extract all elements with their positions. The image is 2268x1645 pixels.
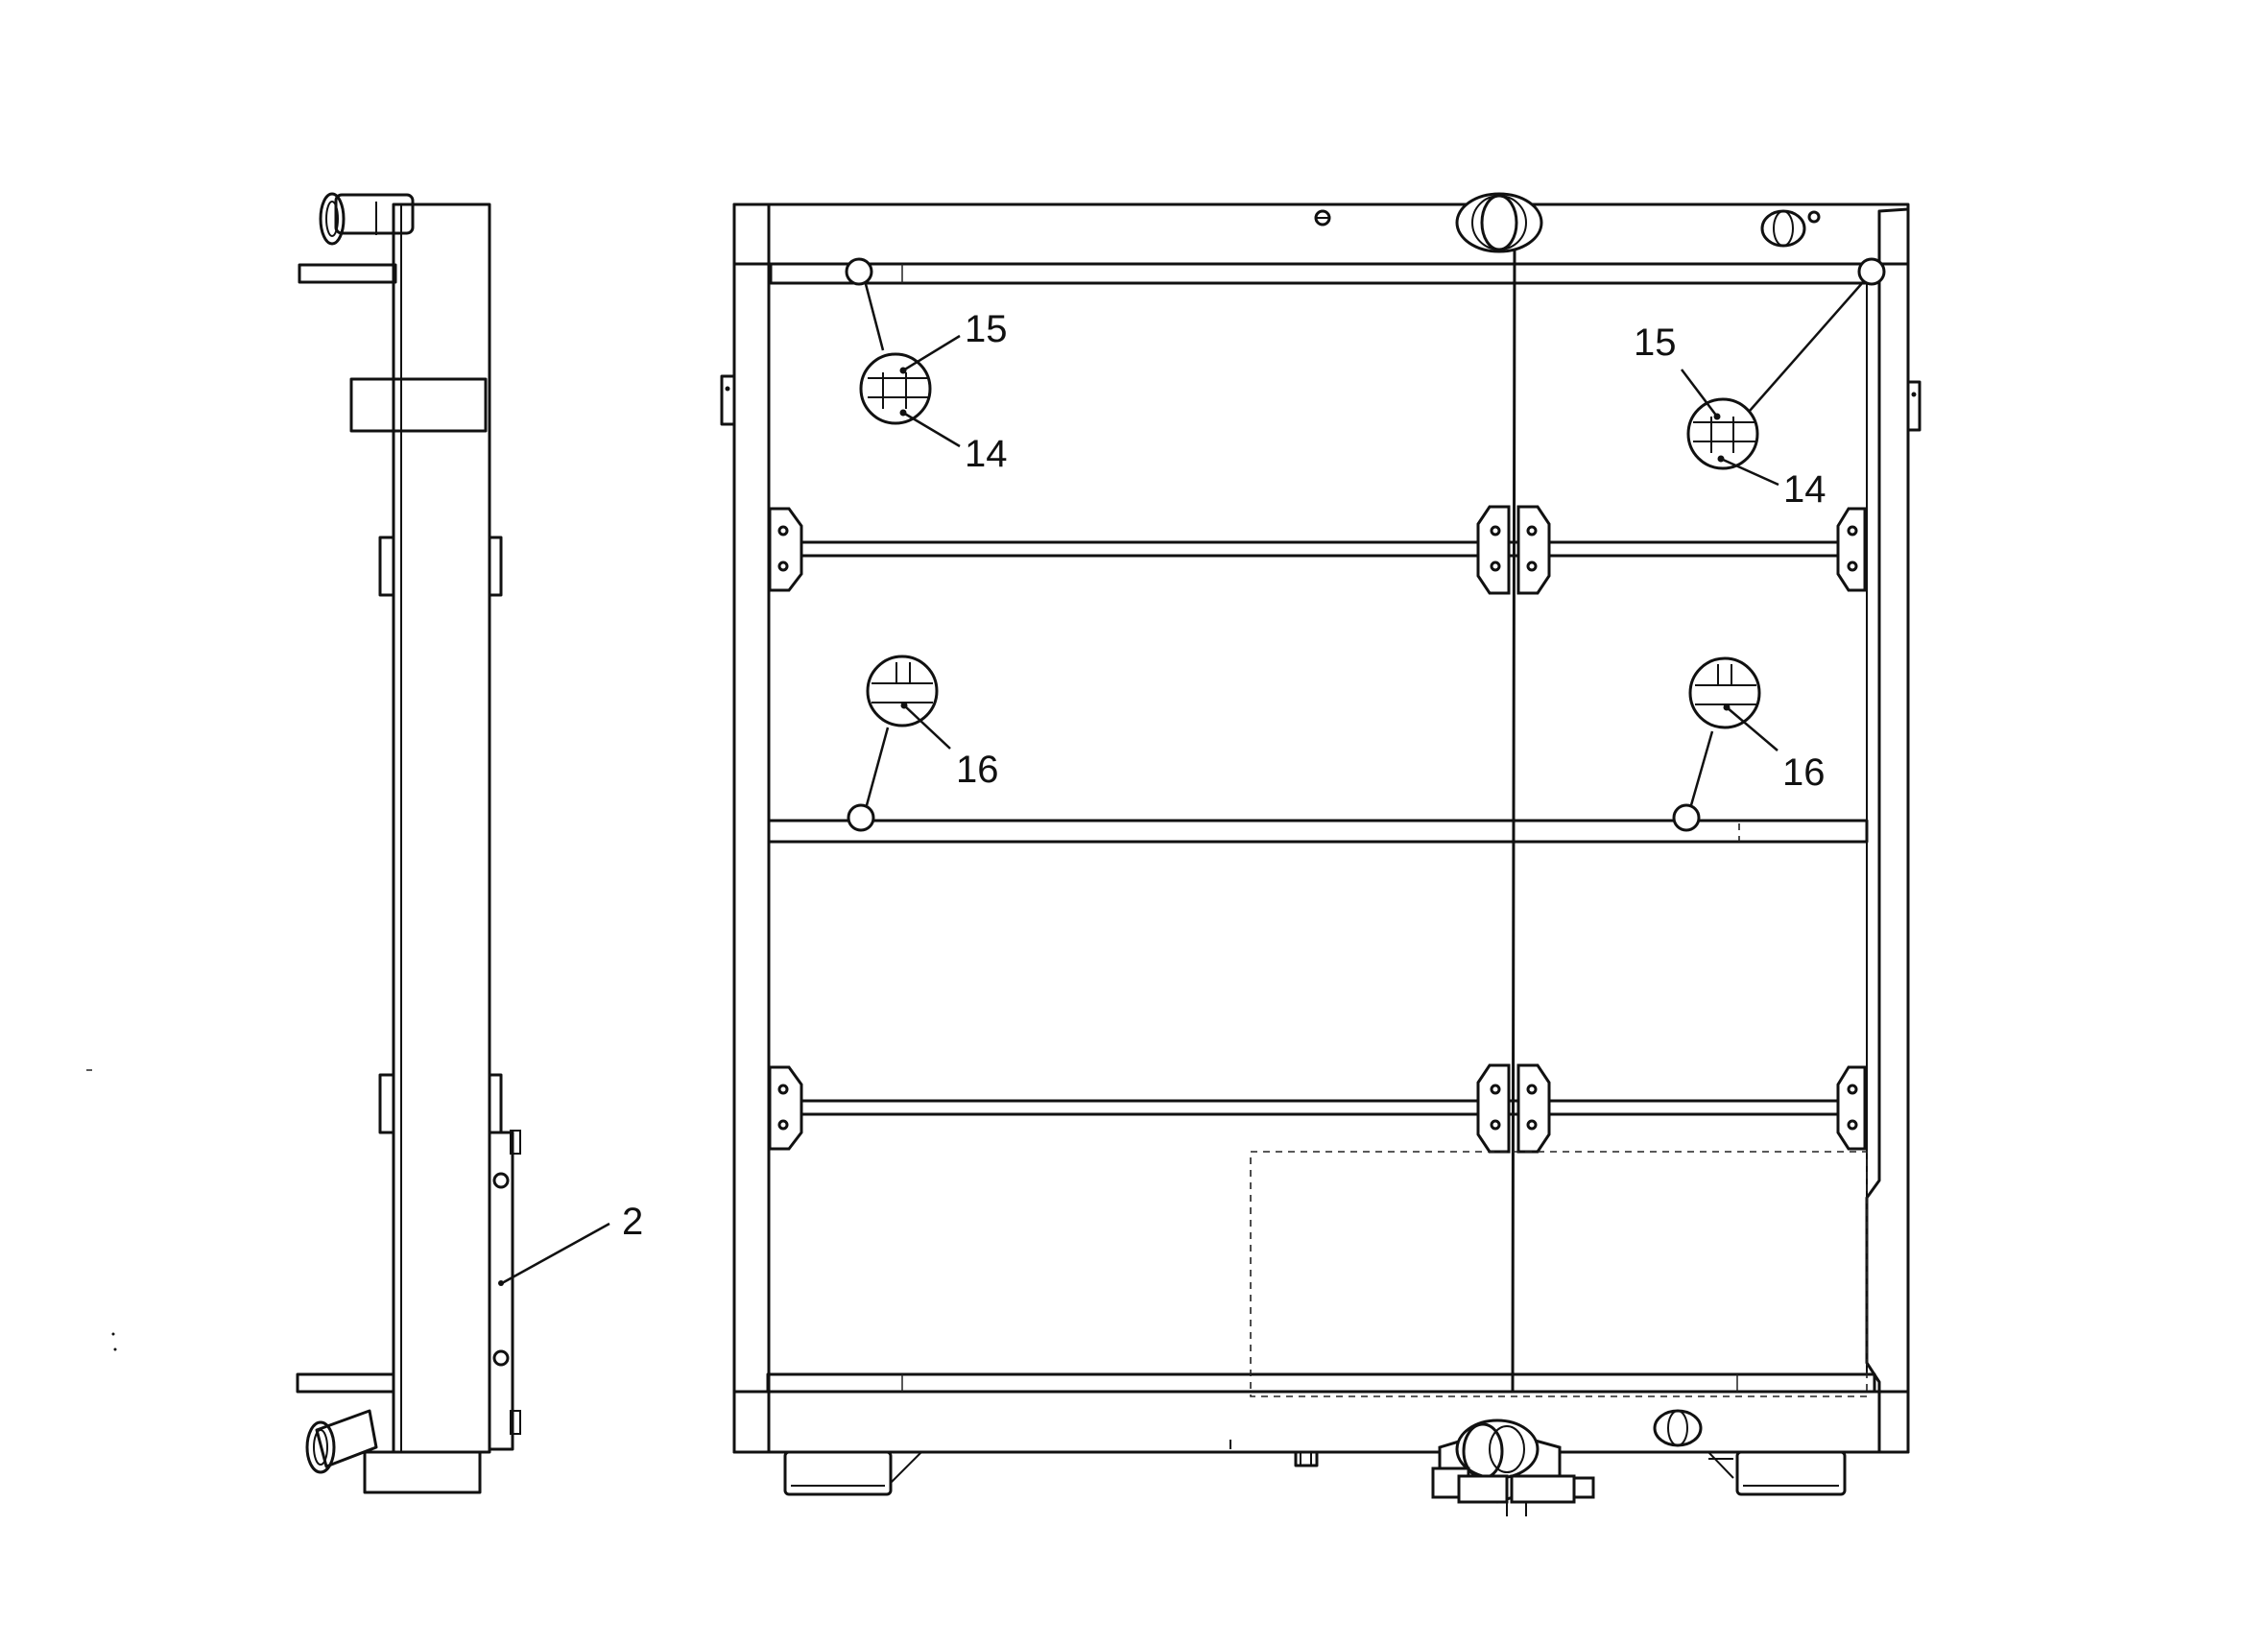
side-tab (488, 536, 503, 597)
side-tab (378, 1073, 395, 1134)
bottom-tank (732, 1390, 1910, 1454)
right-side-column (1865, 207, 1910, 1454)
side-bottom-bracket (296, 1372, 395, 1394)
bottom-outlet-neck (1431, 1419, 1595, 1516)
right-lug (1906, 380, 1922, 432)
side-top-bracket (298, 263, 397, 284)
side-oil-cooler (488, 1130, 521, 1451)
callout-label-15: 15 (1634, 322, 1677, 364)
top-header-strip (769, 262, 1876, 285)
callout-label-15: 15 (965, 308, 1008, 350)
side-core (392, 203, 491, 1454)
left-lug (720, 374, 736, 426)
center-tie-rod (1511, 238, 1516, 1394)
top-tank (732, 203, 1910, 266)
top-inlet-neck (1455, 192, 1543, 253)
bottom-header-strip (766, 1372, 1876, 1394)
detail-top-right (1686, 257, 1886, 470)
callout-14-left: 14 (902, 411, 1008, 475)
callout-15-right: 15 (1634, 322, 1718, 417)
callout-label-2: 2 (622, 1201, 643, 1243)
side-mount-block (349, 377, 488, 433)
upper-cross-bar (768, 505, 1867, 595)
left-side-column (732, 203, 771, 1454)
detail-top-left (845, 257, 932, 425)
bottom-right-foot (1707, 1450, 1847, 1496)
callout-14-right: 14 (1720, 457, 1826, 511)
bottom-right-plug (1653, 1409, 1703, 1447)
callout-16-right: 16 (1726, 706, 1826, 794)
callout-label-14: 14 (1783, 468, 1826, 511)
side-top-hose-neck (319, 192, 415, 246)
side-view (86, 192, 521, 1494)
top-bolt (1314, 209, 1331, 226)
middle-band (767, 819, 1869, 844)
callout-2: 2 (501, 1201, 643, 1285)
top-right-plug (1760, 209, 1821, 248)
front-view (720, 192, 1922, 1516)
callout-label-14: 14 (965, 433, 1008, 475)
lower-cross-bar (768, 1063, 1867, 1154)
side-tab (378, 536, 395, 597)
detail-mid-left (847, 655, 939, 832)
callout-16-left: 16 (903, 704, 999, 791)
detail-mid-right (1672, 656, 1761, 832)
drain-stub (1294, 1450, 1319, 1467)
oil-cooler-outline (1250, 1151, 1868, 1397)
callout-15-left: 15 (902, 308, 1008, 372)
side-tab (488, 1073, 503, 1134)
callout-label-16: 16 (1782, 751, 1826, 794)
callout-label-16: 16 (956, 749, 999, 791)
side-bottom-hose-neck (305, 1409, 482, 1494)
bottom-left-foot (783, 1450, 922, 1496)
